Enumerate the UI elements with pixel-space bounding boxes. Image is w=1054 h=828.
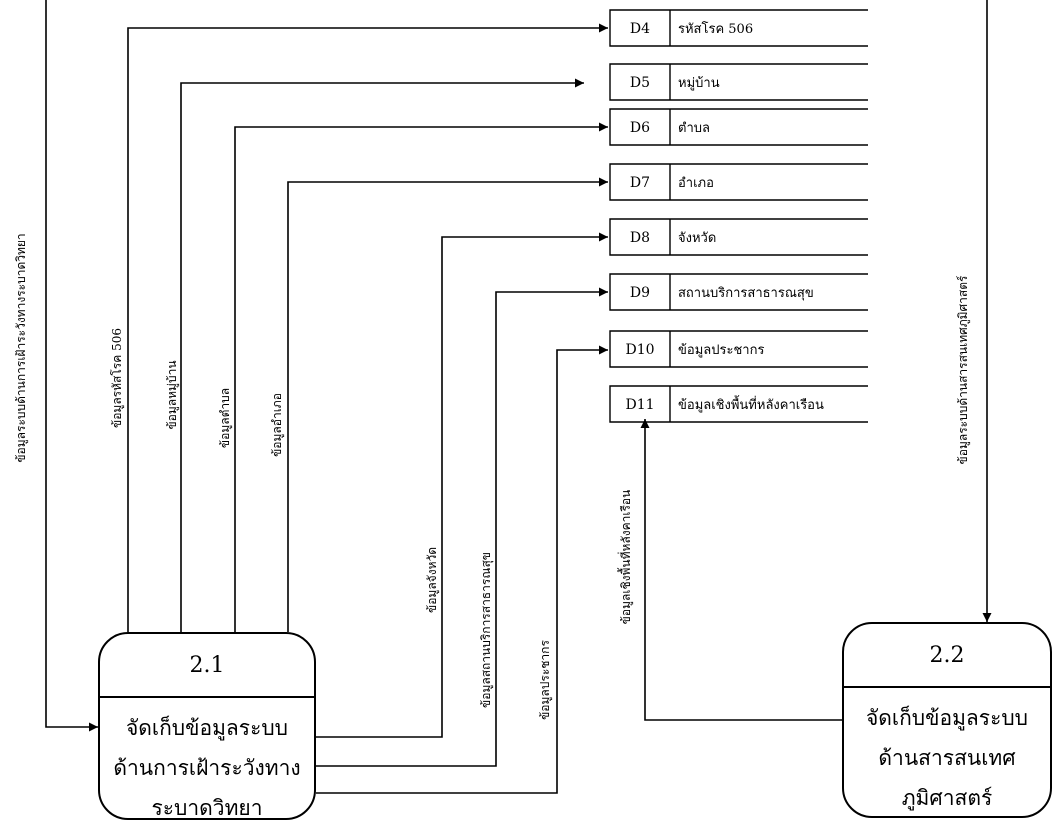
data-store-name: อำเภอ [678,176,714,191]
process-2-2-line-3: ภูมิศาสตร์ [901,786,993,810]
flow-label-d5: ข้อมูลหมู่บ้าน [165,360,180,429]
data-store-name: ตำบล [678,121,710,136]
process-2-1-label: จัดเก็บข้อมูลระบบ ด้านการเฝ้าระวังทาง ระ… [100,698,314,828]
process-2-2-line-2: ด้านสารสนเทศ [878,746,1016,770]
flow-line-epi-input [45,0,98,732]
process-2-1-line-2: ด้านการเฝ้าระวังทาง [113,756,301,780]
process-2-2: 2.2 จัดเก็บข้อมูลระบบ ด้านสารสนเทศ ภูมิศ… [842,622,1052,818]
data-store-id: D8 [630,230,650,246]
data-store-outline [609,63,868,101]
process-2-2-label: จัดเก็บข้อมูลระบบ ด้านสารสนเทศ ภูมิศาสตร… [844,688,1050,818]
flow-label-d4: ข้อมูลรหัสโรค 506 [110,328,125,428]
data-store-id: D11 [625,397,654,413]
flow-label-epi-input: ข้อมูลระบบด้านการเฝ้าระวังทางระบาดวิทยา [14,233,29,462]
data-store-d4: D4 รหัสโรค 506 [609,9,868,47]
data-store-outline [609,330,868,368]
data-store-outline [609,273,868,311]
data-store-id: D6 [630,120,650,136]
flow-line-d4 [127,23,608,632]
data-store-outline [609,218,868,256]
data-store-name: จังหวัด [678,231,716,246]
process-2-1-line-3: ระบาดวิทยา [151,796,263,820]
process-2-2-id: 2.2 [844,624,1050,688]
data-store-outline [609,108,868,146]
data-store-name: หมู่บ้าน [678,76,720,91]
data-store-d10: D10 ข้อมูลประชากร [609,330,868,368]
data-store-id: D9 [630,285,650,301]
flow-label-d10: ข้อมูลประชากร [538,640,553,720]
flow-line-d7 [287,177,608,632]
data-store-id: D10 [625,342,654,358]
flow-line-d6 [234,122,608,632]
flow-line-d9 [316,287,608,767]
flow-label-d8: ข้อมูลจังหวัด [425,547,440,613]
process-2-2-line-1: จัดเก็บข้อมูลระบบ [865,706,1029,730]
flow-label-d7: ข้อมูลอำเภอ [270,393,285,457]
data-store-name: รหัสโรค 506 [678,21,753,37]
flow-label-d6: ข้อมูลตำบล [218,388,233,448]
data-store-d9: D9 สถานบริการสาธารณสุข [609,273,868,311]
flow-line-d10 [316,345,608,794]
data-store-d7: D7 อำเภอ [609,163,868,201]
data-store-outline [609,385,868,423]
data-store-d11: D11 ข้อมูลเชิงพื้นที่หลังคาเรือน [609,385,868,423]
data-store-outline [609,9,868,47]
data-store-name: สถานบริการสาธารณสุข [678,286,814,301]
flow-line-d11 [640,419,848,721]
data-store-id: D5 [630,75,650,91]
data-store-name: ข้อมูลประชากร [678,343,764,358]
data-store-id: D7 [630,175,650,191]
data-store-outline [609,163,868,201]
flow-label-d9: ข้อมูลสถานบริการสาธารณสุข [479,552,494,708]
data-store-id: D4 [630,21,650,37]
process-2-1-line-1: จัดเก็บข้อมูลระบบ [125,716,289,740]
data-store-d8: D8 จังหวัด [609,218,868,256]
flow-label-d11: ข้อมูลเชิงพื้นที่หลังคาเรือน [617,490,634,625]
data-store-name: ข้อมูลเชิงพื้นที่หลังคาเรือน [678,395,824,413]
process-2-1-id: 2.1 [100,634,314,698]
flow-line-d8 [316,232,608,738]
flow-label-gis-input: ข้อมูลระบบด้านสารสนเทศภูมิศาสตร์ [956,275,971,464]
data-store-d5: D5 หมู่บ้าน [609,63,868,101]
data-store-d6: D6 ตำบล [609,108,868,146]
flow-line-d5 [180,78,584,632]
process-2-1: 2.1 จัดเก็บข้อมูลระบบ ด้านการเฝ้าระวังทา… [98,632,316,820]
